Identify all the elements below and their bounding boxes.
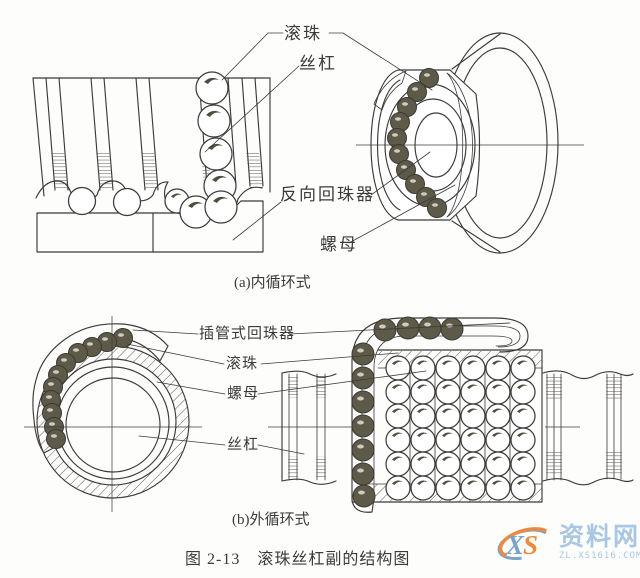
screw-section (65, 377, 161, 473)
ball (435, 355, 461, 381)
tube-balls (41, 328, 133, 449)
figure-caption: 图 2-13 滚珠丝杠副的结构图 (185, 551, 411, 568)
diagram-external-long-section (268, 316, 634, 513)
ball (204, 190, 238, 224)
label-return-tube-b: 插管式回珠器 (199, 326, 296, 342)
ball (460, 379, 486, 405)
ball (460, 427, 486, 453)
ball (510, 475, 536, 501)
ball (46, 429, 66, 449)
caption-part-b: (b)外循环式 (232, 512, 310, 528)
ball (112, 187, 142, 217)
caption-part-a: (a)内循环式 (234, 275, 311, 291)
diagram-internal-section (32, 71, 271, 253)
ball (460, 403, 486, 429)
ball (510, 451, 536, 477)
ball (440, 317, 464, 341)
ball (385, 475, 411, 501)
ball (427, 198, 447, 218)
ball (410, 427, 436, 453)
ball (197, 104, 231, 138)
diagram-internal-3d (356, 32, 584, 254)
ball (351, 342, 375, 366)
ball (351, 366, 375, 390)
ball (67, 186, 97, 216)
ball (510, 403, 536, 429)
ball (460, 475, 486, 501)
ball (435, 403, 461, 429)
watermark-logo: XS (497, 527, 548, 560)
ball (485, 451, 511, 477)
ball (385, 355, 411, 381)
label-nut-a: 螺母 (320, 235, 358, 254)
ball (410, 451, 436, 477)
return-tube-outer (32, 323, 169, 454)
label-screw-b: 丝杠 (227, 437, 260, 453)
ball (410, 403, 436, 429)
label-reverser-a: 反向回珠器 (280, 185, 375, 204)
ball (410, 475, 436, 501)
ball (485, 403, 511, 429)
ball (385, 403, 411, 429)
label-ball-a: 滚珠 (284, 24, 322, 43)
crosshair-centerlines (24, 316, 202, 512)
ball (410, 379, 436, 405)
ball (435, 475, 461, 501)
ball (435, 451, 461, 477)
watermark-logo-text: XS (505, 530, 538, 560)
ball (485, 355, 511, 381)
ball (385, 379, 411, 405)
ball-column (67, 71, 238, 229)
ball (195, 71, 229, 105)
ball (351, 462, 375, 486)
ball (435, 379, 461, 405)
label-nut-b: 螺母 (227, 386, 260, 402)
ball (385, 427, 411, 453)
ball (485, 475, 511, 501)
ball (410, 355, 436, 381)
label-ball-b: 滚珠 (226, 356, 259, 372)
ball (385, 451, 411, 477)
ball (418, 316, 442, 340)
ball (351, 414, 375, 438)
watermark-site-url: ZL.XS1616.COM (559, 551, 640, 561)
ball (435, 427, 461, 453)
watermark-text: 资料网 ZL.XS1616.COM (559, 525, 640, 561)
ball (485, 427, 511, 453)
leader-lines (126, 32, 511, 455)
ball (510, 427, 536, 453)
ball (352, 484, 376, 508)
ball (199, 137, 233, 171)
ball (460, 355, 486, 381)
ball (510, 355, 536, 381)
return-tube (351, 317, 529, 501)
ball-grid (385, 355, 536, 501)
ball (510, 379, 536, 405)
diagram-external-end-view (24, 316, 202, 512)
ball (351, 438, 375, 462)
watermark: XS 资料网 ZL.XS1616.COM (492, 517, 640, 569)
watermark-site-name: 资料网 (559, 523, 640, 551)
ball (460, 451, 486, 477)
ball (351, 390, 375, 414)
ball (485, 379, 511, 405)
label-screw-a: 丝杠 (299, 54, 337, 73)
